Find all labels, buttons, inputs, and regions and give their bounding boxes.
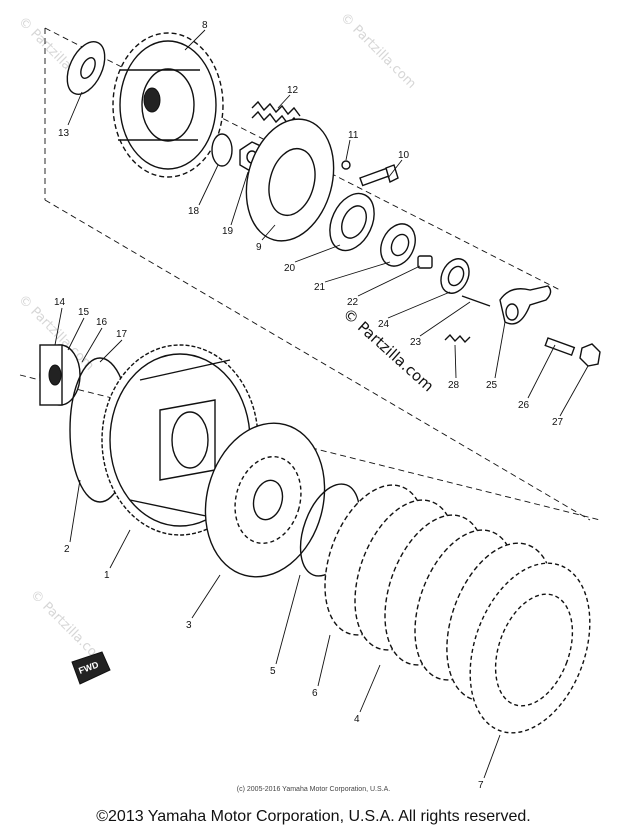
callout-27: 27 [552, 417, 564, 428]
callout-14: 14 [54, 297, 66, 308]
callout-2: 2 [64, 544, 70, 555]
callout-9: 9 [256, 242, 262, 253]
pressure-plate-9 [245, 118, 335, 242]
callout-12: 12 [287, 85, 299, 96]
pin-23 [461, 295, 491, 307]
washer-18 [211, 133, 233, 167]
callout-13: 13 [58, 128, 70, 139]
primary-driven-gear-8 [112, 32, 224, 178]
ring-20 [329, 192, 375, 252]
callout-15: 15 [78, 307, 90, 318]
callout-18: 18 [188, 206, 200, 217]
callout-23: 23 [410, 337, 422, 348]
push-lever-25 [499, 285, 552, 325]
callout-8: 8 [202, 20, 208, 31]
watermark: © Partzilla.com [337, 10, 419, 92]
callout-7: 7 [478, 780, 484, 791]
oil-seal-24 [440, 258, 470, 294]
nut-27 [579, 343, 601, 367]
washer-11 [341, 160, 351, 170]
callout-5: 5 [270, 666, 276, 677]
callout-22: 22 [347, 297, 359, 308]
callout-10: 10 [398, 150, 410, 161]
callout-21: 21 [314, 282, 326, 293]
callout-3: 3 [186, 620, 192, 631]
callout-16: 16 [96, 317, 108, 328]
callout-20: 20 [284, 263, 296, 274]
callouts: 8 13 12 11 10 18 19 9 20 21 22 24 23 28 … [54, 20, 564, 791]
front-direction-badge: FWD [71, 651, 111, 685]
callout-11: 11 [348, 130, 359, 141]
callout-6: 6 [312, 688, 318, 699]
callout-28: 28 [448, 380, 460, 391]
clutch-boss-3 [204, 422, 326, 578]
leader-lines [54, 29, 589, 779]
clutch-plates-stack [324, 484, 591, 734]
bearing-21 [380, 223, 416, 267]
washer-13 [66, 41, 106, 95]
callout-19: 19 [222, 226, 234, 237]
callout-26: 26 [518, 400, 530, 411]
inner-copyright: (c) 2005-2016 Yamaha Motor Corporation, … [236, 786, 391, 793]
callout-17: 17 [116, 329, 128, 340]
callout-4: 4 [354, 714, 360, 725]
callout-25: 25 [486, 380, 498, 391]
screw-26 [544, 337, 576, 356]
alignment-box [19, 27, 601, 521]
callout-24: 24 [378, 319, 390, 330]
push-piece-22 [417, 255, 433, 269]
callout-1: 1 [104, 570, 110, 581]
footer-copyright: ©2013 Yamaha Motor Corporation, U.S.A. A… [96, 808, 531, 825]
bolt-10 [359, 164, 399, 187]
spring-28 [444, 333, 471, 344]
